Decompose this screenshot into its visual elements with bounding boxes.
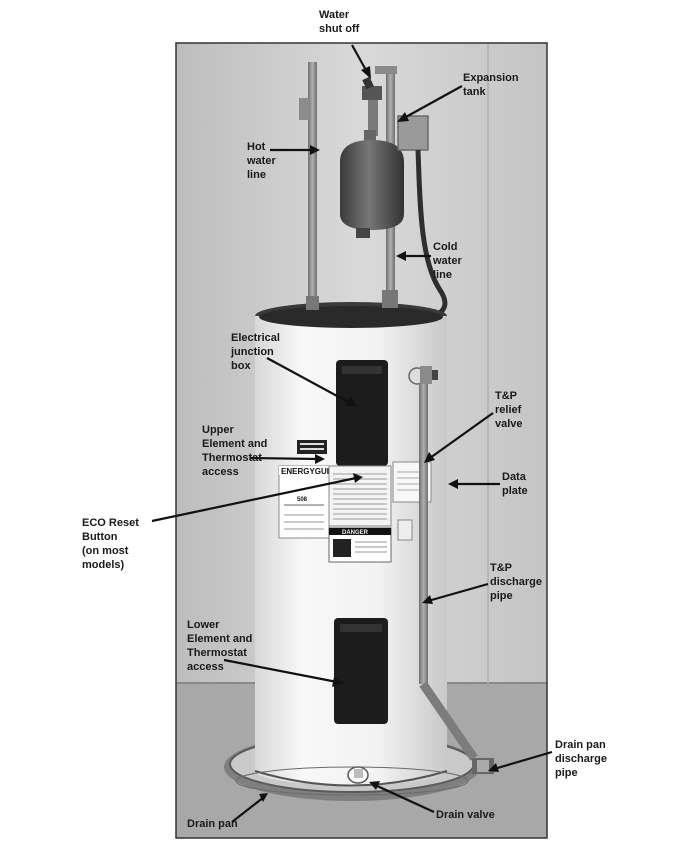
arrow-upper-element bbox=[249, 456, 319, 461]
tank-top-fittings bbox=[306, 290, 398, 310]
arrow-tp-discharge-pipe bbox=[427, 582, 489, 603]
drain-valve bbox=[347, 766, 369, 784]
tp-discharge-pipe bbox=[419, 384, 478, 761]
label-cold-water-line: Cold water line bbox=[433, 241, 462, 281]
drain-pan-discharge-fitting bbox=[472, 758, 494, 774]
label-data-plate: Data plate bbox=[502, 471, 528, 497]
arrow-drain-pan bbox=[231, 796, 265, 823]
label-upper-element: Upper Element and Thermostat access bbox=[202, 424, 268, 478]
arrow-lower-element bbox=[223, 658, 338, 684]
arrow-tp-relief-valve bbox=[429, 412, 494, 459]
arrow-water-shut-off bbox=[351, 44, 368, 73]
photo-border bbox=[175, 42, 548, 839]
hot-water-line bbox=[299, 62, 317, 312]
label-tp-relief-valve: T&P relief valve bbox=[495, 390, 523, 430]
label-lower-element: Lower Element and Thermostat access bbox=[187, 619, 253, 673]
expansion-tank bbox=[340, 130, 404, 238]
arrow-electrical-junction-box bbox=[266, 357, 351, 404]
upper-access-panel bbox=[336, 360, 388, 466]
energyguide-title: ENERGYGUIDE bbox=[281, 467, 341, 476]
label-drain-pan: Drain pan bbox=[187, 818, 238, 830]
tp-relief-valve bbox=[408, 366, 438, 385]
arrow-heads bbox=[259, 66, 499, 802]
arrow-expansion-tank bbox=[403, 85, 463, 119]
label-drain-valve: Drain valve bbox=[436, 809, 495, 821]
label-tp-discharge-pipe: T&P discharge pipe bbox=[490, 562, 542, 602]
danger-label: DANGER bbox=[328, 527, 392, 563]
arrow-eco-reset bbox=[151, 476, 357, 523]
label-expansion-tank: Expansion tank bbox=[463, 72, 519, 98]
label-hot-water-line: Hot water line bbox=[247, 141, 276, 181]
label-electrical-junction-box: Electrical junction box bbox=[231, 332, 280, 372]
lower-access-panel bbox=[334, 618, 388, 724]
water-shut-off-valve bbox=[362, 76, 382, 136]
arrow-drain-valve bbox=[374, 783, 435, 814]
callout-arrows bbox=[151, 44, 553, 823]
label-drain-pan-discharge-pipe: Drain pan discharge pipe bbox=[555, 739, 607, 779]
warning-sticker bbox=[297, 440, 327, 454]
arrow-drain-pan-discharge bbox=[493, 750, 553, 771]
label-water-shut-off: Water shut off bbox=[319, 9, 360, 35]
label-eco-reset: ECO Reset Button (on most models) bbox=[82, 517, 139, 571]
instruction-label bbox=[328, 465, 392, 527]
energyguide-value: 508 bbox=[297, 497, 308, 503]
energyguide-label: ENERGYGUIDE 508 bbox=[278, 465, 341, 539]
danger-title: DANGER bbox=[342, 530, 369, 536]
drain-pan-edge bbox=[235, 766, 469, 796]
